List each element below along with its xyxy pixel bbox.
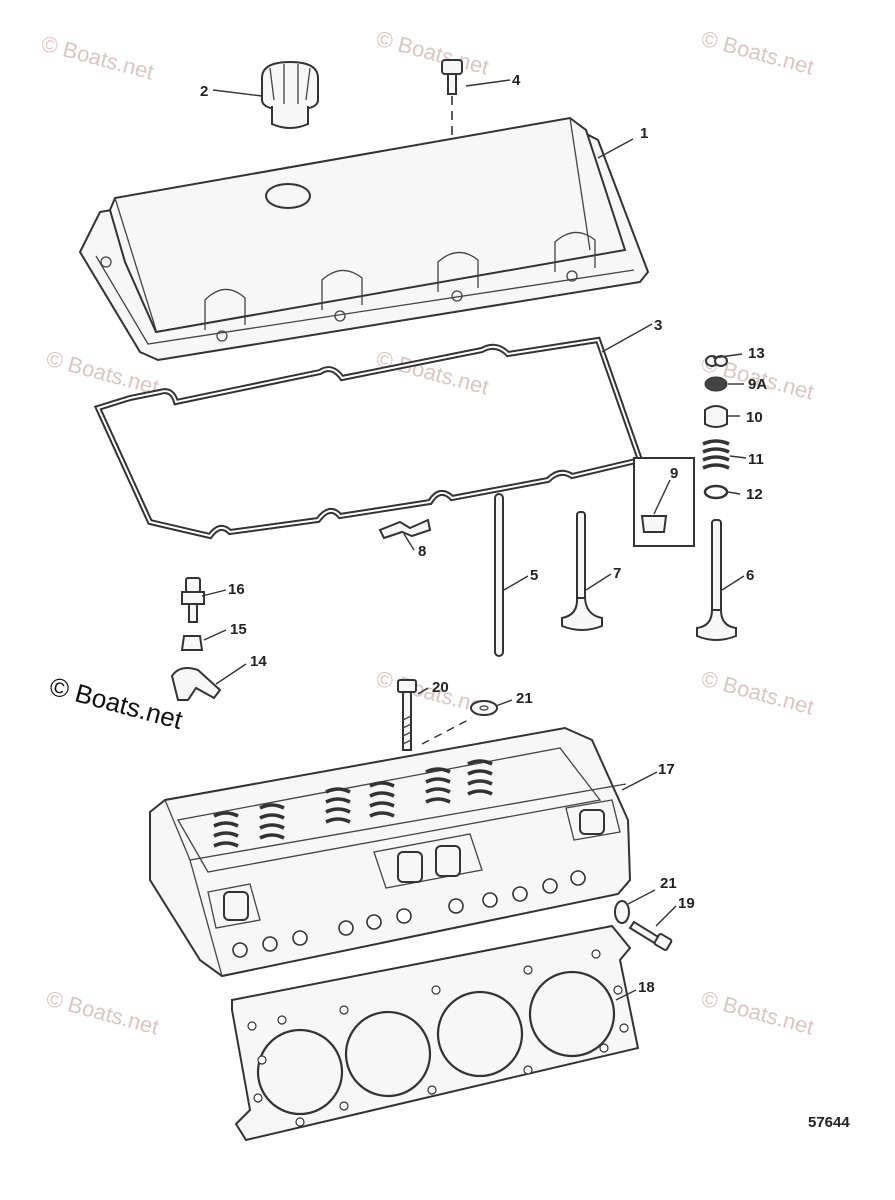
callout-19: 19 xyxy=(678,895,695,912)
leader-lines xyxy=(201,79,747,1001)
callout-6: 6 xyxy=(746,567,754,584)
valve-cover-gasket[interactable] xyxy=(93,336,644,540)
watermark: © Boats.net xyxy=(699,666,817,720)
head-bolt[interactable] xyxy=(397,679,417,751)
callout-20: 20 xyxy=(432,679,449,696)
watermark: © Boats.net xyxy=(44,986,162,1040)
rocker-arm[interactable] xyxy=(170,667,222,701)
callout-10: 10 xyxy=(746,409,763,426)
rocker-stud[interactable] xyxy=(181,577,205,623)
bracket-clip[interactable] xyxy=(378,518,432,540)
valve-seal-kit[interactable] xyxy=(633,457,695,547)
callout-4: 4 xyxy=(512,72,521,89)
cylinder-bore xyxy=(256,1028,344,1116)
valve-spring-stack[interactable] xyxy=(702,355,730,500)
callout-14: 14 xyxy=(250,653,267,670)
manifold-bolt[interactable] xyxy=(628,920,673,951)
callout-7: 7 xyxy=(613,565,621,582)
watermark: © Boats.net xyxy=(699,26,817,80)
pivot-ball[interactable] xyxy=(180,635,204,651)
exhaust-valve[interactable] xyxy=(696,519,737,641)
callout-3: 3 xyxy=(654,317,662,334)
callout-12: 12 xyxy=(746,486,763,503)
watermark: © Boats.net xyxy=(39,31,157,85)
intake-valve[interactable] xyxy=(561,511,603,631)
spring-retainer[interactable] xyxy=(704,376,728,392)
callout-13: 13 xyxy=(748,345,765,362)
watermark: © Boats.net xyxy=(699,986,817,1040)
drawing-number: 57644 xyxy=(808,1114,850,1131)
callout-8: 8 xyxy=(418,543,426,560)
cylinder-bore xyxy=(344,1010,432,1098)
callout-1: 1 xyxy=(640,125,648,142)
callout-11: 11 xyxy=(748,451,764,468)
head-valve-springs xyxy=(213,759,493,848)
callout-17: 17 xyxy=(658,761,675,778)
callout-5: 5 xyxy=(530,567,538,584)
callout-9: 9 xyxy=(670,465,678,482)
valve-keeper[interactable] xyxy=(705,355,728,367)
callout-labels: 1 2 3 4 5 6 7 8 9 9A 10 11 12 13 14 15 1… xyxy=(200,72,850,1131)
cylinder-head[interactable] xyxy=(149,726,632,978)
callout-9a: 9A xyxy=(748,376,767,393)
callout-18: 18 xyxy=(638,979,655,996)
valve-spring[interactable] xyxy=(702,439,730,470)
head-bolt-washer[interactable] xyxy=(421,700,498,745)
watermark: © Boats.net xyxy=(374,26,492,80)
callout-16: 16 xyxy=(228,581,245,598)
valve-cover[interactable] xyxy=(78,116,650,362)
push-rod[interactable] xyxy=(494,493,504,657)
callout-21-lower: 21 xyxy=(660,875,677,892)
oil-fill-cap[interactable] xyxy=(261,60,319,129)
callout-21-washer: 21 xyxy=(516,690,533,707)
oil-shield[interactable] xyxy=(704,405,728,428)
callout-15: 15 xyxy=(230,621,247,638)
head-gasket[interactable] xyxy=(231,924,640,1142)
bolt-washer[interactable] xyxy=(614,900,630,924)
cylinder-bore xyxy=(528,970,616,1058)
watermark-prominent: © Boats.net xyxy=(46,671,186,735)
callout-2: 2 xyxy=(200,83,208,100)
spring-shim[interactable] xyxy=(703,484,729,500)
cylinder-bore xyxy=(436,990,524,1078)
